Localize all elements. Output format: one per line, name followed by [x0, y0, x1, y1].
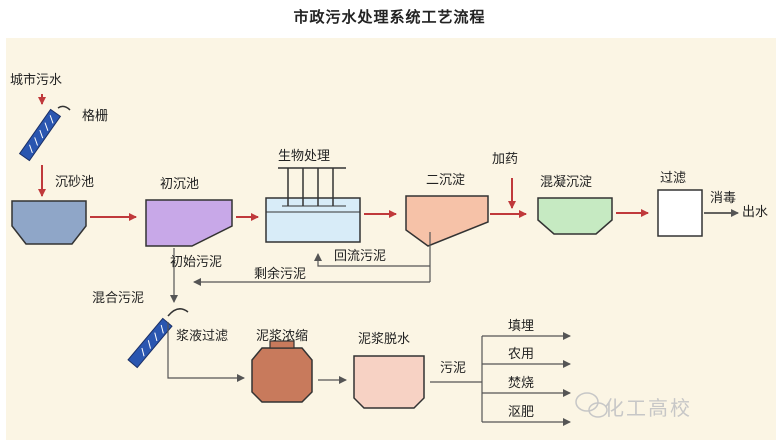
thickener-tank [251, 347, 313, 403]
coagulation-tank [537, 197, 613, 235]
dosing-label: 加药 [492, 152, 519, 167]
filter-label: 过滤 [660, 171, 687, 186]
wechat-icon [575, 392, 608, 418]
farm-label: 农用 [508, 347, 535, 362]
slurry-filter-label: 浆液过滤 [176, 329, 229, 344]
biological-reactor [265, 167, 361, 243]
dewatering-unit [353, 355, 425, 409]
primary-label: 初沉池 [160, 177, 200, 192]
outlet-label: 出水 [742, 205, 769, 220]
coag-label: 混凝沉淀 [540, 175, 593, 190]
return-sludge-line [314, 253, 430, 267]
excess-sludge-label: 剩余污泥 [254, 267, 307, 282]
mixed-sludge-label: 混合污泥 [92, 291, 145, 306]
slurry-screen-icon [127, 308, 189, 369]
grit-chamber-tank [11, 200, 87, 245]
dewater-label: 泥浆脱水 [358, 332, 411, 347]
screen-icon [18, 105, 71, 162]
incinerate-label: 焚烧 [508, 376, 535, 391]
secondary-label: 二沉淀 [426, 173, 466, 188]
return-sludge-label: 回流污泥 [334, 249, 387, 264]
landfill-label: 填埋 [508, 319, 535, 334]
to-thickener-line [167, 322, 245, 382]
compost-label: 沤肥 [508, 405, 535, 420]
diagram-title: 市政污水处理系统工艺流程 [293, 8, 486, 26]
screen-label: 格栅 [82, 109, 109, 124]
bio-label: 生物处理 [278, 149, 331, 164]
sludge-label: 污泥 [440, 361, 467, 376]
primary-sludge-label: 初始污泥 [170, 255, 223, 270]
filter-box [657, 189, 703, 237]
primary-clarifier-tank [145, 199, 233, 247]
disinfect-label: 消毒 [710, 191, 737, 206]
watermark-text: 化工高校 [604, 396, 692, 420]
inlet-label: 城市污水 [10, 73, 63, 88]
thicken-label: 泥浆浓缩 [256, 329, 309, 344]
grit-label: 沉砂池 [55, 175, 95, 190]
secondary-clarifier-tank [405, 195, 489, 247]
